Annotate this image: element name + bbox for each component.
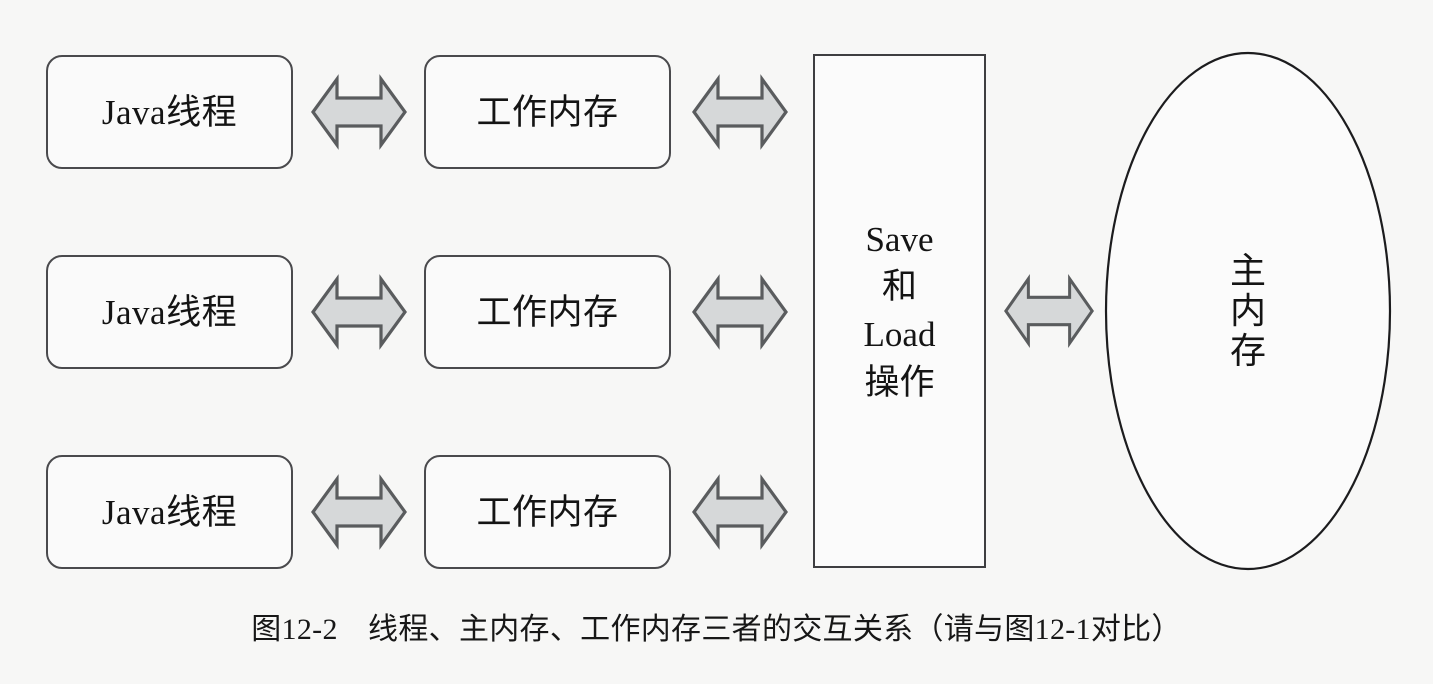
main-memory-char-1: 主 (1229, 250, 1266, 291)
save-load-operation-box: Save 和 Load 操作 (813, 54, 986, 568)
java-thread-label-3: Java线程 (101, 492, 238, 532)
double-arrow-icon-working-saveload-1 (692, 71, 788, 153)
main-memory-label: 主 内 存 (1104, 51, 1392, 571)
double-arrow-icon-thread-working-1 (311, 71, 407, 153)
working-memory-label-3: 工作内存 (476, 492, 619, 532)
java-thread-box-1: Java线程 (46, 55, 293, 169)
save-load-line-3: Load (863, 315, 936, 354)
working-memory-label-1: 工作内存 (476, 92, 619, 132)
double-arrow-icon-working-saveload-3 (692, 471, 788, 553)
main-memory-char-2: 内 (1229, 290, 1266, 331)
working-memory-box-2: 工作内存 (424, 255, 671, 369)
working-memory-box-1: 工作内存 (424, 55, 671, 169)
figure-caption: 图12-2 线程、主内存、工作内存三者的交互关系（请与图12-1对比） (251, 613, 1182, 646)
save-load-line-2: 和 (881, 267, 917, 307)
main-memory-ellipse: 主 内 存 (1104, 51, 1392, 571)
double-arrow-icon-thread-working-2 (311, 271, 407, 353)
main-memory-char-3: 存 (1229, 331, 1266, 372)
java-thread-label-2: Java线程 (101, 292, 238, 332)
java-thread-label-1: Java线程 (101, 92, 238, 132)
double-arrow-icon-saveload-mainmemory (1004, 271, 1094, 351)
save-load-line-1: Save (865, 219, 934, 259)
double-arrow-icon-thread-working-3 (311, 471, 407, 553)
java-thread-box-2: Java线程 (46, 255, 293, 369)
working-memory-label-2: 工作内存 (476, 292, 619, 332)
double-arrow-icon-working-saveload-2 (692, 271, 788, 353)
working-memory-box-3: 工作内存 (424, 455, 671, 569)
save-load-line-4: 操作 (864, 362, 935, 402)
java-thread-box-3: Java线程 (46, 455, 293, 569)
